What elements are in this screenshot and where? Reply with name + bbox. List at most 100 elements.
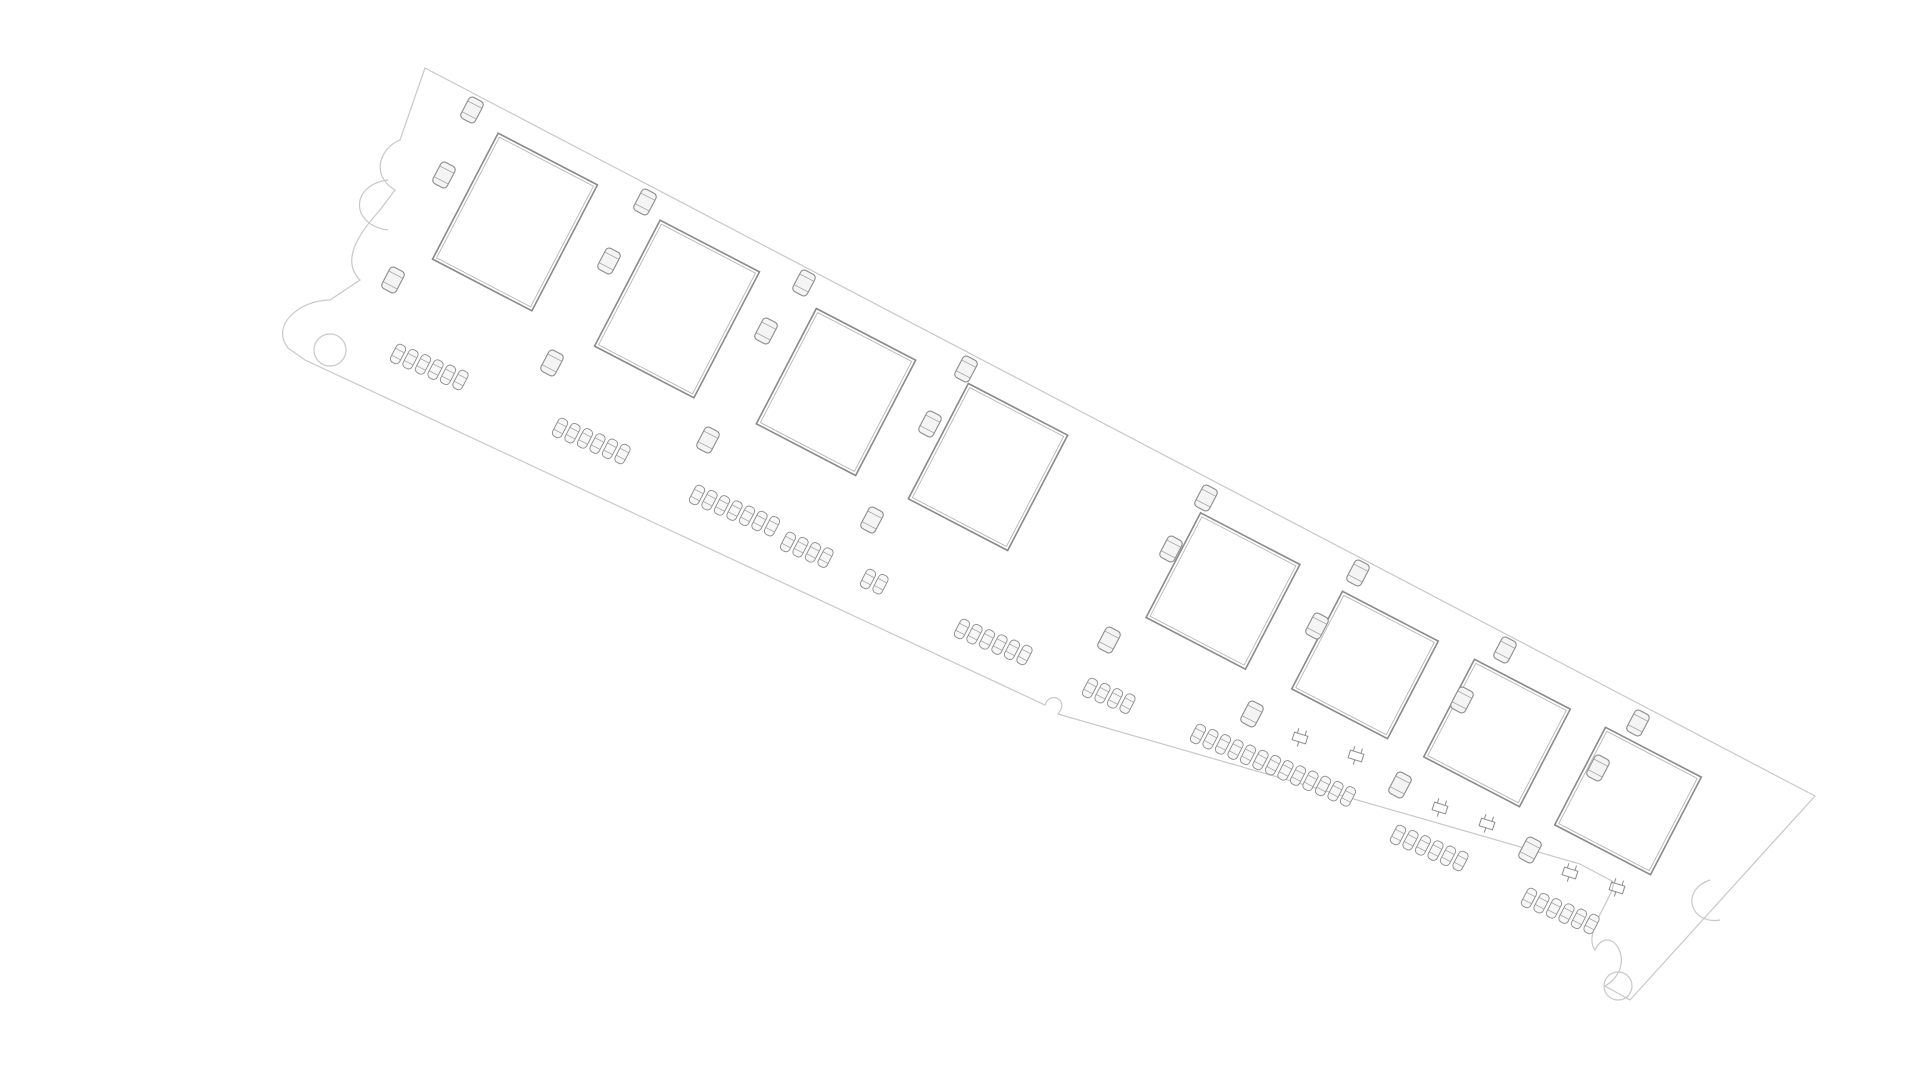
resistor [1202, 728, 1219, 750]
resistor [763, 515, 781, 537]
capacitor-14 [1159, 535, 1183, 563]
capacitor-24 [1518, 836, 1542, 864]
edge-notch-right [1691, 879, 1721, 921]
resistor [551, 417, 569, 439]
resistor [439, 364, 457, 386]
resistor-array-6 [953, 618, 1033, 666]
resistor [872, 573, 889, 595]
resistor [779, 531, 797, 553]
resistor [1389, 824, 1407, 846]
capacitor-17 [1305, 612, 1329, 640]
resistor [402, 348, 419, 370]
capacitor-8 [754, 317, 778, 345]
resistor-array-8 [1189, 723, 1357, 807]
resistor [978, 629, 996, 650]
resistor [1414, 835, 1432, 856]
capacitor-1 [460, 96, 484, 124]
resistor [564, 422, 581, 444]
resistor [414, 354, 432, 375]
resistor [804, 542, 822, 563]
resistor [576, 428, 594, 449]
memory-chip-6 [1290, 590, 1440, 740]
memory-chip-2 [593, 219, 761, 399]
resistor [1264, 754, 1282, 776]
resistor [1558, 903, 1575, 924]
resistor [859, 568, 877, 590]
capacitor-18 [1240, 700, 1264, 728]
resistor [1252, 749, 1269, 771]
resistor [953, 618, 971, 640]
pcb-outline [281, 67, 1816, 1001]
resistor [601, 438, 619, 460]
resistor [751, 510, 768, 532]
capacitor-23 [1586, 754, 1610, 782]
resistor [1427, 840, 1444, 861]
resistor [1302, 770, 1319, 792]
memory-chip-4 [907, 382, 1069, 552]
resistor [1277, 760, 1294, 781]
memory-chip-8 [1553, 726, 1703, 876]
mounting-hole-right [1603, 971, 1633, 1001]
resistor [1227, 739, 1244, 760]
edge-notch-left [359, 179, 389, 231]
resistor-array-3 [688, 484, 781, 537]
resistor [966, 623, 983, 645]
sot-component-6 [1608, 878, 1626, 897]
sot-component-5 [1561, 863, 1579, 882]
resistor [452, 369, 469, 391]
pcb-board [281, 67, 1816, 1001]
capacitor-7 [792, 269, 816, 297]
resistor-array-7 [1081, 677, 1136, 714]
capacitor-16 [1346, 559, 1370, 587]
resistor [427, 359, 444, 380]
resistor-array-10 [1520, 887, 1600, 935]
resistor [1094, 682, 1111, 704]
sot-component-3 [1431, 798, 1449, 817]
resistor [792, 536, 809, 558]
resistor [1327, 780, 1344, 802]
resistor-array-2 [551, 417, 631, 465]
resistor [1214, 734, 1232, 755]
capacitors [381, 96, 1650, 864]
resistor [589, 433, 606, 454]
memory-chip-5 [1145, 511, 1301, 671]
resistor [389, 343, 407, 365]
resistor [738, 505, 756, 527]
sot-component-2 [1347, 746, 1365, 765]
capacitor-10 [954, 355, 978, 383]
resistor [1452, 850, 1469, 872]
resistor [1339, 786, 1357, 807]
resistor [726, 500, 743, 521]
resistor [688, 484, 706, 506]
resistor [1016, 644, 1033, 666]
resistor [1289, 765, 1307, 786]
resistor [1314, 775, 1332, 797]
resistor [1520, 887, 1538, 909]
capacitor-19 [1493, 636, 1517, 664]
resistor [1239, 744, 1257, 766]
sot-component-4 [1478, 814, 1496, 833]
resistor [701, 489, 718, 511]
resistor [1081, 677, 1099, 699]
capacitor-20 [1450, 686, 1474, 714]
capacitor-5 [597, 247, 621, 275]
resistor-array-5 [859, 568, 889, 595]
capacitor-13 [1194, 484, 1218, 512]
small-components [1291, 728, 1626, 897]
resistor [1439, 845, 1457, 867]
capacitor-15 [1097, 626, 1121, 654]
capacitor-21 [1388, 771, 1412, 799]
memory-chip-1 [431, 132, 599, 312]
capacitor-11 [918, 410, 942, 438]
resistor [1189, 723, 1207, 745]
memory-chip-3 [755, 307, 917, 477]
sot-component-1 [1291, 728, 1309, 747]
resistor [1106, 688, 1124, 709]
resistor [1583, 913, 1600, 935]
resistor [713, 495, 731, 516]
resistor [991, 634, 1008, 655]
capacitor-22 [1626, 709, 1650, 737]
resistor-array-9 [1389, 824, 1469, 872]
memory-chip-7 [1422, 658, 1572, 808]
